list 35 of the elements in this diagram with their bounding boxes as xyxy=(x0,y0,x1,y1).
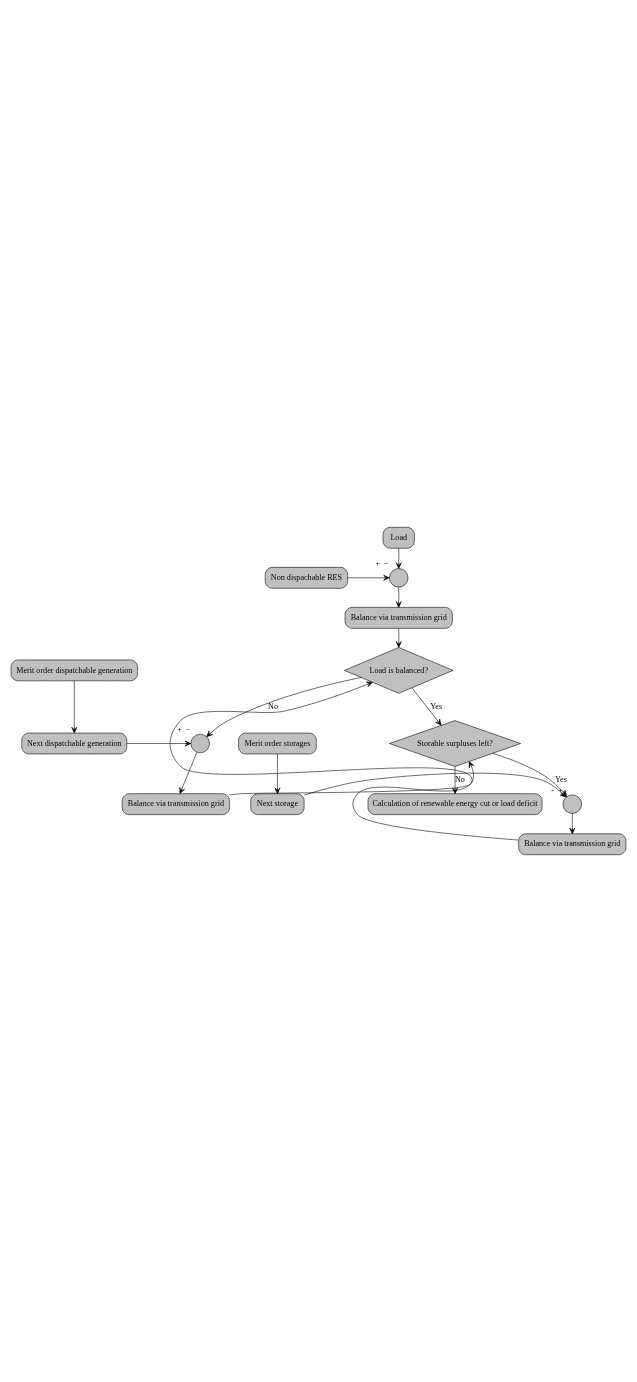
edge-label: No xyxy=(455,775,465,785)
arrow xyxy=(274,753,281,794)
node-label: + − xyxy=(177,725,191,735)
edge-label: Yes xyxy=(430,702,443,712)
arrow xyxy=(126,740,192,747)
arrow xyxy=(179,752,198,794)
node-label: - + xyxy=(551,785,563,795)
arrow xyxy=(347,574,390,581)
arrow xyxy=(452,766,458,794)
node-label: + − xyxy=(375,559,389,569)
arrow xyxy=(206,677,362,737)
arrow xyxy=(569,813,576,835)
arrow xyxy=(395,548,402,569)
node-box: Balance via transmission grid xyxy=(518,833,627,855)
node-box: Balance via transmission grid xyxy=(344,607,453,629)
node-box: Next dispatchable generation xyxy=(21,732,128,755)
edge-label: No xyxy=(268,702,279,712)
node-box: Next storage xyxy=(250,793,305,815)
node-diamond: Load is balanced? xyxy=(344,647,454,694)
arrow xyxy=(395,586,402,608)
arrow xyxy=(352,761,519,841)
node-circle xyxy=(389,568,409,588)
node-box: Calculation of renewable energy cut or load deficit xyxy=(367,793,543,815)
node-circle xyxy=(562,794,582,814)
node-circle xyxy=(190,733,210,754)
node-box: Non dispachable RES xyxy=(264,567,348,589)
edge-label: Yes xyxy=(555,775,567,785)
node-box: Merit order dispatchable generation xyxy=(10,659,138,682)
arrow xyxy=(169,681,473,796)
arrow xyxy=(395,628,402,648)
arrow xyxy=(411,687,442,726)
node-box: Merit order storages xyxy=(238,732,317,755)
arrow xyxy=(71,680,78,734)
node-box: Balance via transmission grid xyxy=(121,793,230,815)
node-box: Load xyxy=(382,527,415,549)
